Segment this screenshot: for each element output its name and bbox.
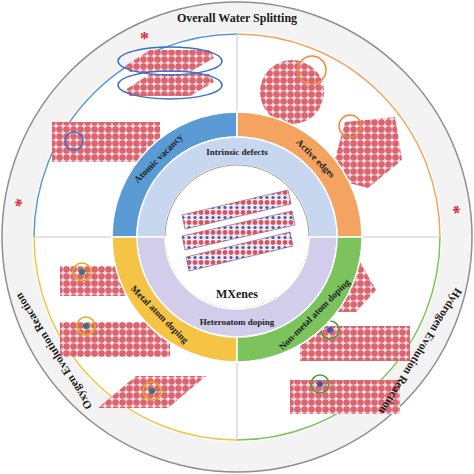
asterisk-mark: * [11,197,30,209]
asterisk-mark: * [140,30,149,48]
shape-outline [112,237,237,362]
node-label: MXenes [216,288,258,300]
mxene-slab [182,211,295,250]
divider-line [237,34,238,112]
asterisk-mark: * [445,205,464,216]
sector-band: Non-metal atom doping [237,237,362,362]
node-label: Metal atom doping [129,284,190,345]
dopant-ring [143,382,161,400]
shape-fill [112,237,237,362]
edge-ring [298,56,326,84]
divider-line [34,237,112,238]
divider-line [237,362,238,440]
crystal-flake [98,376,206,408]
dopant-atom [79,269,85,275]
dopant-ring [311,375,329,393]
dopant-atom [149,388,155,394]
crystal-flake [260,60,324,124]
shape-outline [237,237,362,362]
node-label: Non-metal atom doping [277,277,352,352]
vacancy-ring [65,132,83,150]
dopant-ring [73,263,91,281]
shape-fill [237,237,362,362]
vacancy-ring [118,71,222,99]
panel-disk [32,32,442,442]
mxene-slab [186,232,293,271]
edge-ring [339,115,361,137]
ring-heading: Oxygen Evolution Reaction [13,291,94,411]
dopant-atom [83,323,89,329]
ring-heading: Overall Water Splitting [177,12,297,24]
dopant-atom [317,381,323,387]
ring-heading: Hydrogen Evolution Reaction [377,286,464,416]
node-label: Intrinsic defects [206,148,268,157]
crystal-layer [125,50,214,72]
crystal-layer [125,74,214,96]
sector-band: Metal atom doping [112,237,237,362]
divider-line [362,237,440,238]
dopant-atom [327,327,333,333]
mxene-slab [182,190,291,229]
node-label: Heteroatom doping [200,318,275,327]
dopant-ring [77,317,95,335]
